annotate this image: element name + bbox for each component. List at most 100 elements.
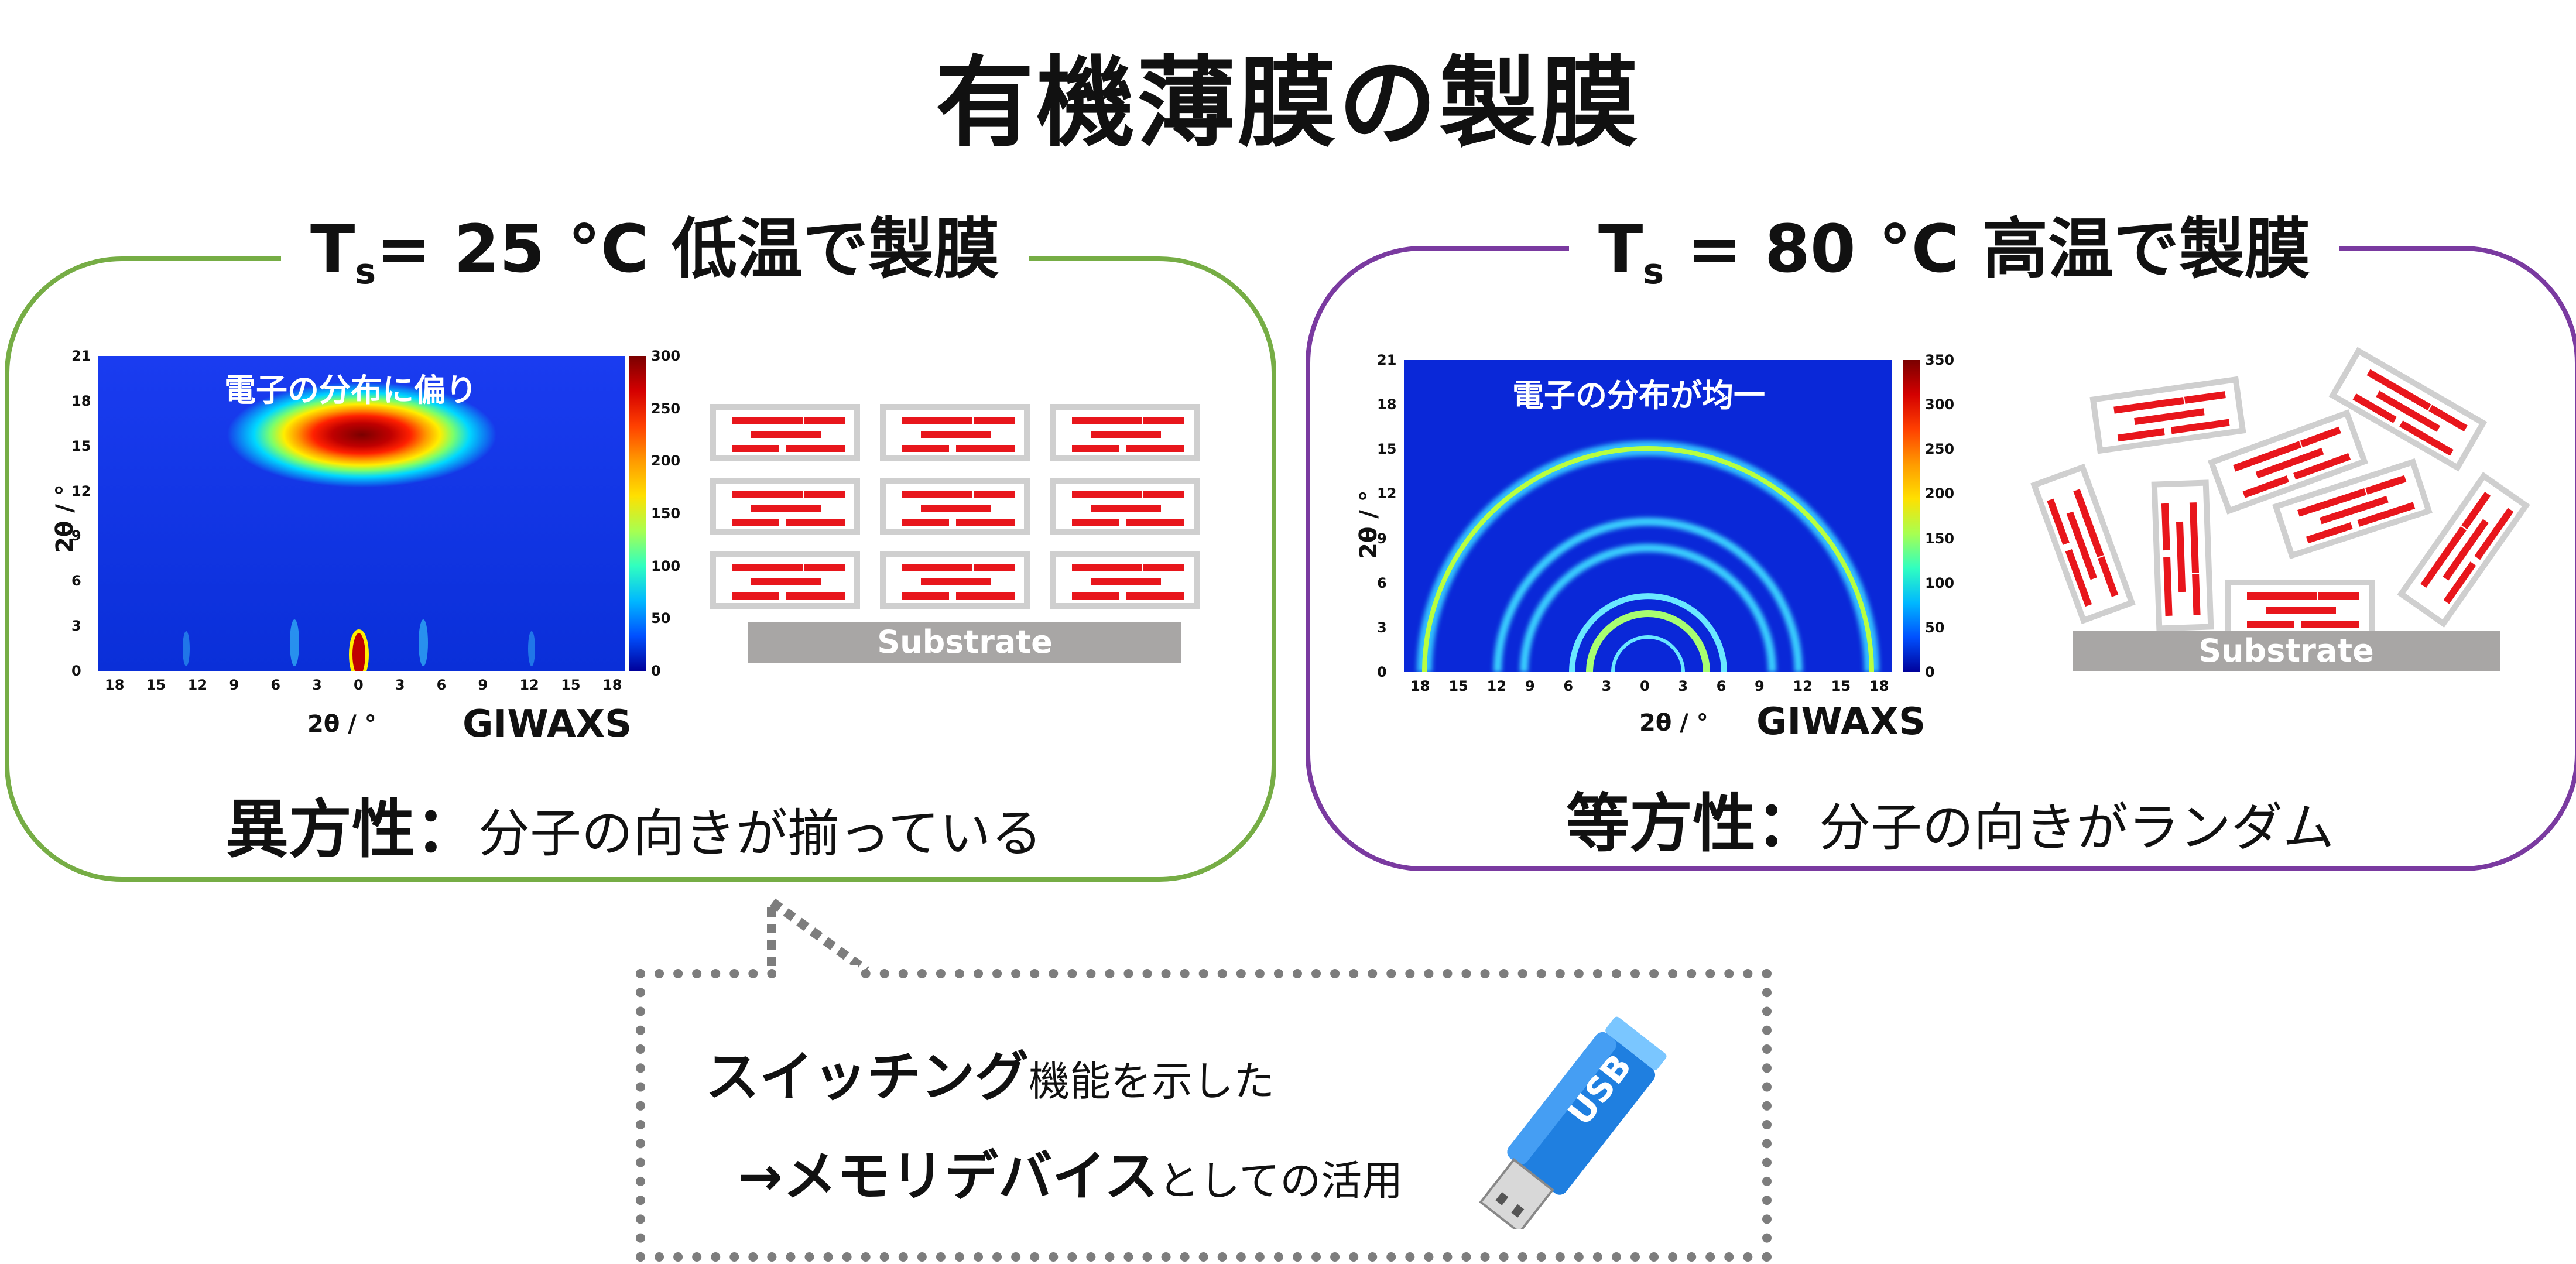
- molecule-bar: [751, 505, 821, 512]
- tick-label: 3: [395, 677, 405, 693]
- tick-label: 50: [1925, 619, 1945, 636]
- molecule-bar: [1072, 417, 1142, 424]
- molecule-block: [1050, 478, 1200, 535]
- molecule-bar: [1072, 491, 1142, 498]
- tick-label: 350: [1925, 352, 1955, 368]
- molecule-bar: [956, 445, 1015, 452]
- tick-label: 0: [1925, 664, 1935, 680]
- molecule-bar: [1126, 445, 1184, 452]
- streak: [290, 619, 299, 666]
- molecule-bar: [1143, 564, 1184, 571]
- tick-label: 3: [1678, 678, 1688, 694]
- molecule-bar: [2300, 426, 2341, 447]
- beam-spot: [349, 629, 369, 671]
- molecule-bar: [974, 491, 1015, 498]
- molecule-bar: [1126, 592, 1184, 600]
- tick-label: 6: [270, 677, 281, 693]
- molecule-bar: [956, 592, 1015, 600]
- molecule-bar: [2306, 522, 2353, 544]
- tick-label: 15: [561, 677, 581, 693]
- molecule-bar: [2113, 397, 2184, 414]
- tick-label: 6: [1716, 678, 1727, 694]
- plot-note: 電子の分布に偏り: [224, 372, 477, 409]
- molecule-bar: [1143, 417, 1184, 424]
- molecule-bar: [902, 564, 972, 571]
- molecule-bar: [2176, 521, 2186, 592]
- molecule-bar: [921, 578, 991, 585]
- molecule-bar: [751, 578, 821, 585]
- substrate-low-temp: Substrate: [748, 622, 1181, 663]
- caption-detail: 分子の向きが揃っている: [478, 803, 1043, 864]
- callout-pointer: [767, 892, 869, 980]
- callout-line2-detail: としての活用: [1158, 1157, 1403, 1205]
- x-axis-label: 2θ / °: [1639, 710, 1708, 737]
- tick-label: 9: [71, 527, 81, 544]
- heading-sub: s: [355, 251, 376, 292]
- tick-label: 12: [1793, 678, 1813, 694]
- tick-label: 0: [1640, 678, 1650, 694]
- molecule-bar: [786, 519, 845, 526]
- molecule-bar: [1072, 592, 1119, 600]
- molecule-bar: [956, 519, 1015, 526]
- tick-label: 0: [354, 677, 364, 693]
- tick-label: 18: [1410, 678, 1430, 694]
- molecule-block: [2151, 479, 2214, 632]
- molecule-bar: [1091, 505, 1161, 512]
- tick-label: 15: [1448, 678, 1468, 694]
- molecule-block: [1050, 404, 1200, 461]
- tick-label: 9: [1377, 530, 1387, 547]
- caption-main: 等方性：: [1566, 787, 1820, 861]
- molecule-bar: [1072, 519, 1119, 526]
- molecule-bar: [732, 417, 803, 424]
- tick-label: 0: [651, 663, 661, 679]
- high-temp-heading: Ts = 80 °C 高温で製膜: [1569, 217, 2339, 289]
- molecule-block: [710, 478, 860, 535]
- tick-label: 9: [1525, 678, 1535, 694]
- technique-label: GIWAXS: [463, 703, 632, 746]
- tick-label: 3: [312, 677, 322, 693]
- molecule-block: [710, 404, 860, 461]
- tick-label: 150: [651, 505, 681, 522]
- molecule-bar: [2247, 592, 2317, 600]
- main-title: 有機薄膜の製膜: [936, 46, 1640, 160]
- molecule-bar: [804, 564, 845, 571]
- tick-label: 12: [71, 482, 91, 499]
- technique-label: GIWAXS: [1756, 700, 1926, 744]
- tick-label: 12: [519, 677, 539, 693]
- heatmap-rings: [1417, 441, 1879, 672]
- callout-box: [636, 969, 1772, 1262]
- molecule-bar: [804, 491, 845, 498]
- tick-label: 15: [71, 437, 91, 454]
- tick-label: 12: [1486, 678, 1507, 694]
- molecule-block: [880, 404, 1030, 461]
- tick-label: 6: [71, 573, 81, 590]
- low-temp-heading: Ts= 25 °C 低温で製膜: [281, 217, 1029, 289]
- tick-label: 250: [651, 400, 681, 417]
- molecule-bar: [2047, 498, 2070, 545]
- giwaxs-heatmap-high-temp: 電子の分布が均一: [1404, 360, 1892, 672]
- callout-line2-main: →メモリデバイス: [738, 1145, 1159, 1208]
- callout-line-1: スイッチング機能を示した: [705, 1033, 1275, 1111]
- molecule-block: [880, 551, 1030, 609]
- heading-sub: s: [1643, 251, 1664, 292]
- usb-drive-icon: USB: [1479, 1016, 1667, 1229]
- x-axis-label: 2θ / °: [307, 711, 376, 738]
- caption-main: 異方性：: [225, 793, 479, 866]
- molecule-bar: [2301, 621, 2359, 628]
- molecule-bar: [1091, 431, 1161, 438]
- caption-isotropic: 等方性：分子の向きがランダム: [1566, 773, 2334, 864]
- callout-line1-detail: 機能を示した: [1029, 1057, 1275, 1105]
- molecule-bar: [921, 505, 991, 512]
- tick-label: 0: [1377, 664, 1387, 680]
- giwaxs-heatmap-low-temp: 電子の分布に偏り: [98, 356, 625, 671]
- molecule-bar: [902, 491, 972, 498]
- tick-label: 300: [1925, 396, 1955, 413]
- tick-label: 250: [1925, 441, 1955, 458]
- tick-label: 9: [1755, 678, 1765, 694]
- tick-label: 15: [1831, 678, 1851, 694]
- molecule-bar: [2134, 408, 2205, 425]
- plot-note: 電子の分布が均一: [1512, 377, 1765, 414]
- tick-label: 18: [71, 392, 91, 409]
- tick-label: 12: [187, 677, 208, 693]
